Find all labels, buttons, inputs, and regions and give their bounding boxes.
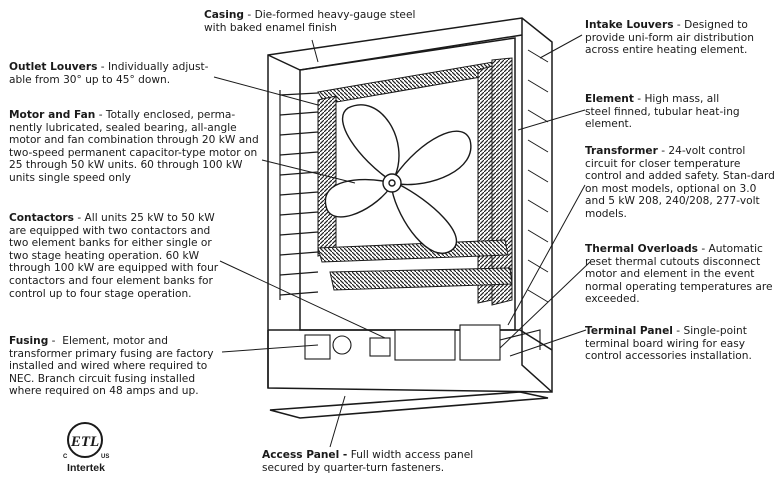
- callout-casing-text: Die-formed heavy-gauge steel with baked …: [204, 9, 416, 34]
- etl-us-mark: US: [101, 454, 109, 460]
- callout-separator: -: [673, 19, 685, 31]
- callout-access-panel-text: Full width access panel secured by quart…: [262, 449, 474, 474]
- callout-thermal-overloads-text: Automatic reset thermal cutouts disconne…: [585, 243, 773, 306]
- callout-separator: -: [244, 9, 255, 21]
- callout-thermal-overloads: Thermal Overloads - Automatic reset ther…: [585, 243, 777, 306]
- callout-terminal-panel-text: Single-point terminal board wiring for e…: [585, 325, 752, 363]
- intake-louvers: [527, 49, 549, 303]
- callout-thermal-overloads-title: Thermal Overloads: [585, 243, 698, 255]
- callout-fusing-title: Fusing: [9, 335, 49, 347]
- fan: [324, 104, 472, 254]
- callout-separator: -: [48, 335, 63, 347]
- callout-access-panel-title: Access Panel -: [262, 449, 348, 461]
- callout-separator: -: [657, 145, 669, 157]
- etl-mark-text: ETL: [70, 434, 99, 450]
- callout-casing-title: Casing: [204, 9, 244, 21]
- callout-transformer-title: Transformer: [585, 145, 658, 157]
- callout-separator: -: [95, 109, 106, 121]
- callout-separator: -: [97, 61, 108, 73]
- callout-terminal-panel-title: Terminal Panel: [585, 325, 673, 337]
- callout-element: Element - High mass, all steel finned, t…: [585, 93, 745, 131]
- callout-intake-louvers: Intake Louvers - Designed to provide uni…: [585, 19, 775, 57]
- callout-element-title: Element: [585, 93, 634, 105]
- callout-transformer-text: 24-volt control circuit for closer tempe…: [585, 145, 775, 220]
- callout-motor-fan-title: Motor and Fan: [9, 109, 96, 121]
- callout-casing: Casing - Die-formed heavy-gauge steel wi…: [204, 9, 434, 34]
- callout-transformer: Transformer - 24-volt control circuit fo…: [585, 145, 775, 221]
- callout-fusing: Fusing - Element, motor and transformer …: [9, 335, 221, 398]
- etl-c-mark: C: [63, 454, 68, 460]
- callout-contactors: Contactors - All units 25 kW to 50 kW ar…: [9, 212, 221, 300]
- callout-motor-fan: Motor and Fan - Totally enclosed, perma-…: [9, 109, 259, 185]
- callout-terminal-panel: Terminal Panel - Single-point terminal b…: [585, 325, 775, 363]
- callout-separator: -: [73, 212, 85, 224]
- intertek-label: Intertek: [67, 462, 105, 474]
- callout-contactors-text: All units 25 kW to 50 kW are equipped wi…: [9, 212, 219, 300]
- callout-outlet-louvers-title: Outlet Louvers: [9, 61, 98, 73]
- callout-separator: -: [697, 243, 709, 255]
- heating-element: [317, 57, 513, 306]
- callout-separator: -: [633, 93, 645, 105]
- callout-element-text: High mass, all steel finned, tubular hea…: [585, 93, 740, 131]
- callout-fusing-text: Element, motor and transformer primary f…: [9, 335, 214, 398]
- callout-intake-louvers-text: Designed to provide uni-form air distrib…: [585, 19, 754, 57]
- callout-outlet-louvers: Outlet Louvers - Individually adjust-abl…: [9, 61, 219, 86]
- callout-separator: -: [672, 325, 684, 337]
- callout-contactors-title: Contactors: [9, 212, 74, 224]
- control-compartment: [304, 324, 541, 361]
- callout-motor-fan-text: Totally enclosed, perma-nently lubricate…: [9, 109, 259, 184]
- leader-lines: [213, 34, 591, 448]
- callout-intake-louvers-title: Intake Louvers: [585, 19, 674, 31]
- callout-outlet-louvers-text: Individually adjust-able from 30° up to …: [9, 61, 209, 86]
- etl-listed-logo: ETL C US: [63, 422, 109, 460]
- callout-access-panel: Access Panel - Full width access panel s…: [262, 449, 502, 474]
